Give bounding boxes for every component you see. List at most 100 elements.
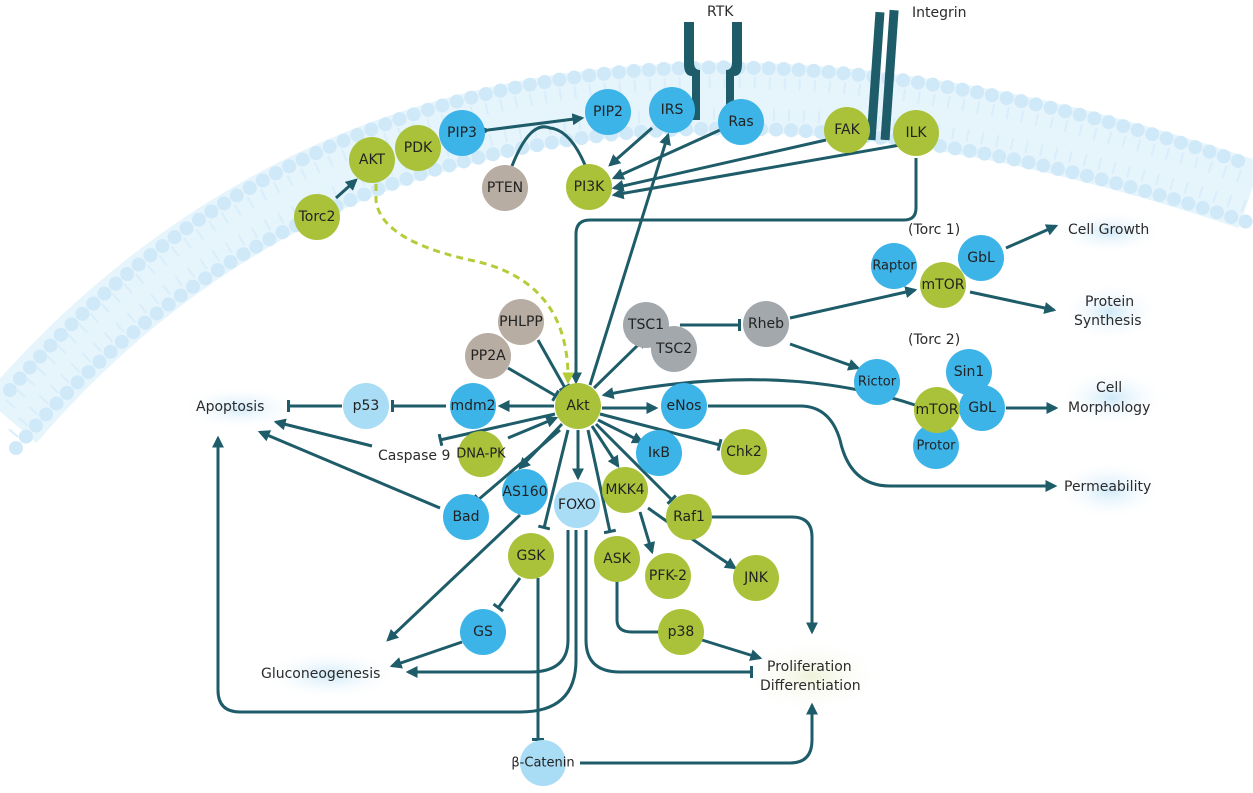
node-label: Sin1 <box>954 364 985 380</box>
node-label: PP2A <box>470 348 506 364</box>
node-gbl2: GbL <box>959 385 1005 431</box>
node-label: GbL <box>968 400 996 416</box>
node-pfk2: PFK-2 <box>645 553 691 599</box>
apoptosis-label: Apoptosis <box>196 399 264 415</box>
node-circle <box>649 87 695 133</box>
node-label: Akt <box>566 398 590 414</box>
node-label: β-Catenin <box>511 756 574 771</box>
integrin-label: Integrin <box>912 5 967 21</box>
gluconeogenesis-label: Gluconeogenesis <box>261 666 380 682</box>
node-enos: eNos <box>661 383 707 429</box>
node-label: PI3K <box>574 179 605 195</box>
node-label: PDK <box>404 140 433 156</box>
node-circle <box>854 359 900 405</box>
node-circle <box>498 299 544 345</box>
node-pp2a: PP2A <box>465 333 511 379</box>
node-sin1: Sin1 <box>946 349 992 395</box>
node-label: GbL <box>967 250 995 266</box>
node-circle <box>439 110 485 156</box>
node-circle <box>636 430 682 476</box>
node-label: PFK-2 <box>649 568 687 584</box>
node-as160: AS160 <box>502 469 548 515</box>
node-pi3k: PI3K <box>566 164 612 210</box>
cell-label: Cell <box>1096 380 1122 396</box>
node-dnapk-node: DNA-PK <box>456 431 506 477</box>
node-circle <box>343 383 389 429</box>
node-fak: FAK <box>824 107 870 153</box>
torc2-label: (Torc 2) <box>908 332 960 348</box>
node-label: AS160 <box>502 484 547 500</box>
node-circle <box>733 555 779 601</box>
node-label: Raptor <box>872 259 916 274</box>
caspase9-label: Caspase 9 <box>378 448 450 464</box>
node-circle <box>482 165 528 211</box>
node-label: GSK <box>517 548 547 564</box>
cell-growth-label: Cell Growth <box>1068 222 1149 238</box>
node-label: PIP3 <box>447 125 477 141</box>
node-label: DNA-PK <box>456 447 506 462</box>
node-circle <box>585 89 631 135</box>
differentiation-label: Differentiation <box>760 678 861 694</box>
morphology-label: Morphology <box>1068 400 1150 416</box>
node-circle <box>602 467 648 513</box>
node-circle <box>594 536 640 582</box>
node-label: TSC2 <box>655 341 692 357</box>
node-raf1: Raf1 <box>666 494 712 540</box>
node-label: FOXO <box>558 497 596 513</box>
node-ras: Ras <box>718 99 764 145</box>
node-circle <box>395 125 441 171</box>
node-label: TSC1 <box>627 317 664 333</box>
node-label: mdm2 <box>450 398 495 414</box>
node-gsk: GSK <box>508 533 554 579</box>
node-p53: p53 <box>343 383 389 429</box>
node-irs: IRS <box>649 87 695 133</box>
node-circle <box>651 326 697 372</box>
node-label: ILK <box>905 125 927 141</box>
proliferation-label: Proliferation <box>767 659 852 675</box>
node-protor: Protor <box>913 423 959 469</box>
node-circle <box>443 494 489 540</box>
node-circle <box>450 383 496 429</box>
node-pten: PTEN <box>482 165 528 211</box>
node-label: Protor <box>916 439 956 454</box>
node-label: PIP2 <box>593 104 623 120</box>
node-ikb: IκB <box>636 430 682 476</box>
node-beta: β-Catenin <box>511 740 575 786</box>
node-label: p53 <box>353 398 380 414</box>
node-circle <box>460 609 506 655</box>
node-foxo: FOXO <box>554 482 600 528</box>
node-circle <box>520 740 566 786</box>
text-labels: RTK Integrin (Torc 1) (Torc 2) Cell Grow… <box>196 4 1151 694</box>
node-circle <box>721 429 767 475</box>
node-rheb: Rheb <box>743 301 789 347</box>
node-circle <box>555 383 601 429</box>
node-label: IκB <box>648 445 670 461</box>
node-circle <box>824 107 870 153</box>
node-label: Ras <box>728 114 753 130</box>
node-gs: GS <box>460 609 506 655</box>
node-circle <box>502 469 548 515</box>
node-label: mTOR <box>916 402 959 418</box>
node-label: Rictor <box>858 375 897 390</box>
node-circle <box>645 553 691 599</box>
node-phlpp: PHLPP <box>498 299 544 345</box>
node-torc2: Torc2 <box>294 194 340 240</box>
node-label: JNK <box>743 570 769 586</box>
node-label: PTEN <box>487 180 523 196</box>
node-circle <box>508 533 554 579</box>
node-pdk: PDK <box>395 125 441 171</box>
node-pip3: PIP3 <box>439 110 485 156</box>
node-circle <box>294 194 340 240</box>
node-akt-top: AKT <box>349 137 395 183</box>
node-label: AKT <box>359 152 386 168</box>
node-raptor: Raptor <box>871 243 917 289</box>
permeability-label: Permeability <box>1064 479 1151 495</box>
node-mdm2: mdm2 <box>450 383 496 429</box>
node-label: PHLPP <box>499 314 543 330</box>
node-bad: Bad <box>443 494 489 540</box>
node-ilk: ILK <box>893 110 939 156</box>
node-circle <box>349 137 395 183</box>
node-label: IRS <box>661 102 684 118</box>
